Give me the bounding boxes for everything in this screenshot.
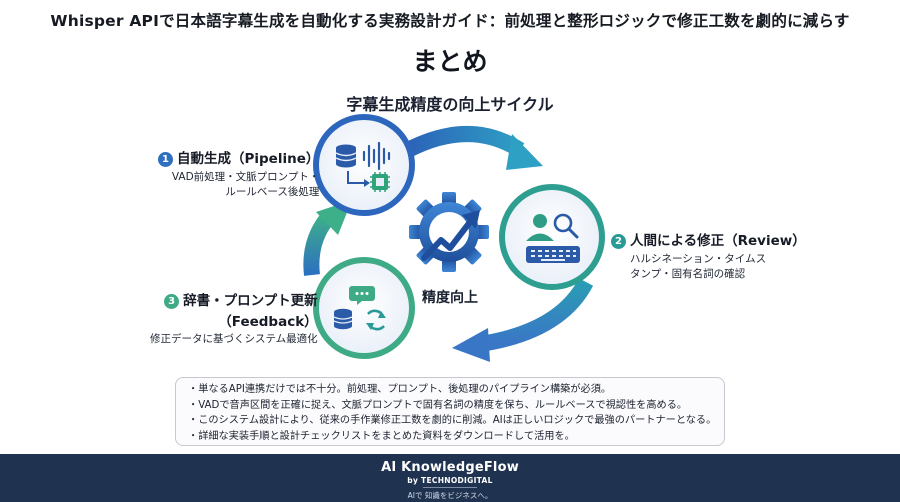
step-2-desc-line-2: タンプ・固有名詞の確認 [630, 268, 746, 280]
database-icon [335, 144, 357, 168]
footer-divider [423, 487, 477, 488]
step-2-number: 2 [611, 234, 626, 249]
summary-item: 詳細な実装手順と設計チェックリストをまとめた資料をダウンロードして活用を。 [188, 429, 714, 445]
step-1-title: 自動生成（Pipeline） [177, 151, 320, 167]
center-label: 精度向上 [422, 290, 478, 306]
step-3-title-line-2: （Feedback） [218, 314, 318, 330]
gear-icon [409, 192, 489, 272]
trend-arrow-icon [421, 210, 480, 261]
summary-item: 単なるAPI連携だけでは不十分。前処理、プロンプト、後処理のパイプライン構築が必… [188, 382, 714, 398]
footer-tagline: AIで 知識をビジネスへ。 [407, 491, 493, 500]
step-2-label: 2 人間による修正（Review） ハルシネーション・タイムス タンプ・固有名詞の… [611, 229, 806, 282]
node-pipeline [313, 114, 415, 216]
step-1-desc-line-1: VAD前処理・文脈プロンプト・ [171, 171, 320, 183]
summary-box: 単なるAPI連携だけでは不十分。前処理、プロンプト、後処理のパイプライン構築が必… [175, 377, 725, 446]
summary-item: VADで音声区間を正確に捉え、文脈プロンプトで固有名詞の精度を保ち、ルールベース… [188, 398, 714, 414]
step-3-title: 辞書・プロンプト更新 [183, 293, 318, 309]
keyboard-icon [526, 246, 580, 263]
cycle-arrows [303, 126, 594, 362]
step-1-desc-line-2: ルールベース後処理 [225, 186, 320, 198]
section-title: まとめ [412, 47, 488, 76]
footer-brand: AI KnowledgeFlow [381, 460, 519, 475]
cycle-diagram [303, 114, 605, 362]
step-2-desc-line-1: ハルシネーション・タイムス [630, 253, 767, 265]
step-1-number: 1 [158, 152, 173, 167]
summary-list: 単なるAPI連携だけでは不十分。前処理、プロンプト、後処理のパイプライン構築が必… [188, 382, 716, 445]
step-3-number: 3 [164, 294, 180, 309]
cycle-title: 字幕生成精度の向上サイクル [346, 95, 554, 114]
node-feedback [313, 257, 415, 359]
footer: AI KnowledgeFlow by TECHNODIGITAL AIで 知識… [0, 454, 900, 502]
summary-item: このシステム設計により、従来の手作業修正工数を劇的に削減。AIは正しいロジックで… [188, 413, 716, 429]
waveform-icon [362, 141, 391, 171]
chip-icon [370, 172, 390, 192]
step-2-title: 人間による修正（Review） [630, 233, 806, 249]
node-review [499, 184, 605, 290]
footer-by: by TECHNODIGITAL [407, 476, 493, 485]
person-icon [526, 214, 554, 241]
chat-icon [349, 286, 375, 305]
page-header-title: Whisper APIで日本語字幕生成を自動化する実務設計ガイド：前処理と整形ロ… [50, 12, 850, 30]
step-1-label: 1 自動生成（Pipeline） VAD前処理・文脈プロンプト・ ルールベース後処… [158, 147, 319, 200]
step-3-desc-line-1: 修正データに基づくシステム最適化 [150, 333, 318, 345]
magnifier-icon [553, 213, 579, 239]
database-icon [333, 308, 353, 330]
